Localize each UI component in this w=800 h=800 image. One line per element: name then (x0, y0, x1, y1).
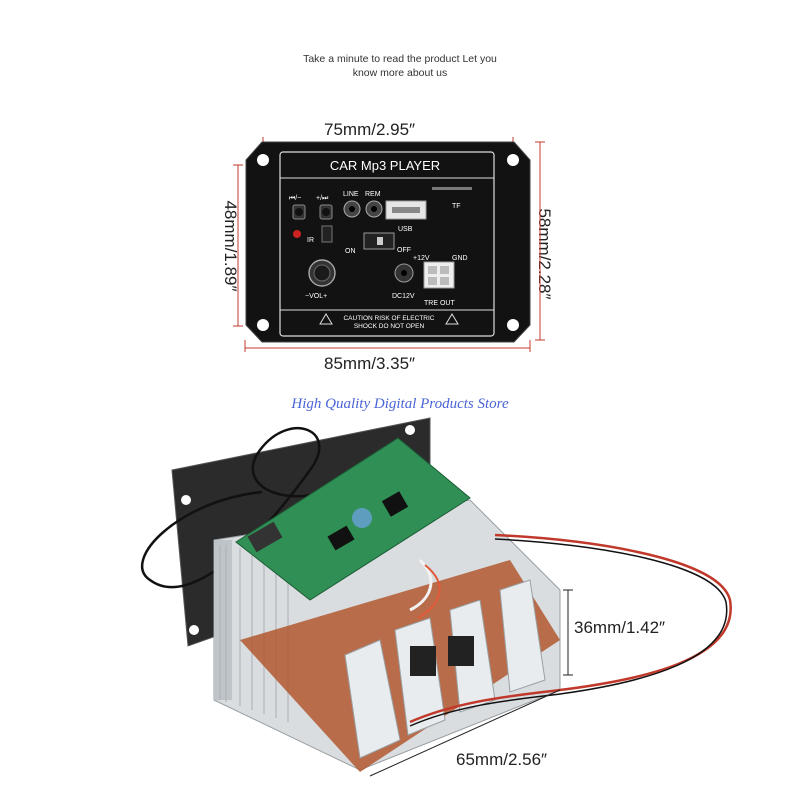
mp3-panel: CAR Mp3 PLAYER ⏮/− +/⏭ LINE REM USB TF I… (245, 141, 531, 343)
intro-line-1: Take a minute to read the product Let yo… (303, 53, 497, 65)
antenna-wire (141, 426, 371, 589)
off-label: OFF (397, 247, 411, 254)
dimension-module-width: 65mm/2.56″ (456, 750, 548, 769)
usb-label: USB (398, 226, 413, 233)
mount-hole (257, 154, 269, 166)
warning-icon (445, 313, 459, 325)
mount-hole (507, 154, 519, 166)
dc-label: DC12V (392, 293, 415, 300)
gnd-label: GND (452, 255, 468, 262)
prev-label: ⏮/− (289, 195, 301, 202)
dimension-top-width: 75mm/2.95″ (324, 120, 416, 139)
on-label: ON (345, 248, 356, 255)
dimension-module-height: 36mm/1.42″ (574, 618, 666, 637)
ir-label: IR (307, 237, 314, 244)
module-dimension-lines (369, 589, 573, 777)
dimension-bottom-width: 85mm/3.35″ (324, 354, 416, 373)
next-label: +/⏭ (316, 195, 329, 202)
ir-receiver (321, 225, 333, 243)
v12-label: +12V (413, 255, 430, 262)
vol-label: −VOL+ (305, 293, 327, 300)
amplifier-module (141, 417, 732, 772)
ir-led (293, 230, 301, 238)
panel-title: CAR Mp3 PLAYER (330, 158, 440, 173)
caution-line-2: SHOCK DO NOT OPEN (354, 323, 425, 330)
tf-label: TF (452, 203, 461, 210)
tf-slot (432, 187, 472, 190)
store-watermark: High Quality Digital Products Store (291, 396, 509, 412)
line-label: LINE (343, 191, 359, 198)
tre-label: TRE OUT (424, 300, 455, 307)
usb-connector (247, 521, 283, 553)
caution-line-1: CAUTION RISK OF ELECTRIC (343, 315, 434, 322)
intro-line-2: know more about us (352, 67, 448, 79)
warning-icon (319, 313, 333, 325)
transistor (448, 636, 474, 666)
transistor (410, 646, 436, 676)
front-fins (344, 579, 546, 759)
status-led (352, 508, 372, 528)
ic-chip (381, 491, 409, 517)
mount-hole (257, 319, 269, 331)
ic-chip (327, 525, 355, 551)
rem-label: REM (365, 191, 381, 198)
mount-hole (507, 319, 519, 331)
intro-text: Take a minute to read the product Let yo… (0, 52, 800, 80)
panel-outline (279, 151, 495, 337)
